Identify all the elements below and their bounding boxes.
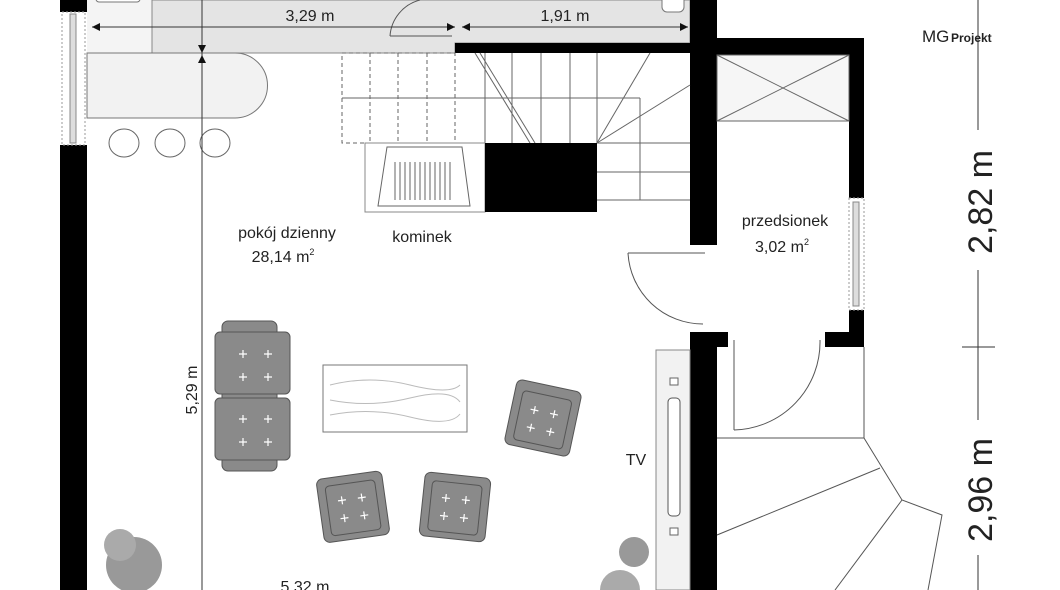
room-area: 28,14 m2 xyxy=(252,247,315,266)
room-area: 3,02 m2 xyxy=(755,237,809,256)
logo-projekt: Projekt xyxy=(951,31,992,45)
sofa xyxy=(214,320,291,472)
wall xyxy=(60,145,87,590)
dimension-left-vertical: 5,29 m xyxy=(184,0,206,590)
dimension-top-left: 3,29 m xyxy=(92,8,455,31)
armchair xyxy=(504,379,582,457)
bar-stool xyxy=(199,128,231,158)
kitchen-door-arc xyxy=(389,0,421,37)
bar-stool xyxy=(154,128,186,158)
dimension-label: 2,82 m xyxy=(962,150,1000,254)
wall xyxy=(455,43,690,53)
wall xyxy=(717,38,864,55)
window xyxy=(848,197,865,311)
dimension-label: 1,91 m xyxy=(541,8,590,25)
fireplace xyxy=(364,142,597,213)
fireplace-label: kominek xyxy=(392,229,453,246)
wall xyxy=(717,332,728,347)
dimension-label: 3,29 m xyxy=(286,8,335,25)
mg-projekt-logo: MG Projekt xyxy=(922,27,992,46)
logo-mg: MG xyxy=(922,27,949,46)
wall xyxy=(690,0,717,245)
room-name: przedsionek xyxy=(742,213,829,230)
bar-stool xyxy=(108,128,140,158)
armchair xyxy=(316,470,390,543)
window xyxy=(61,11,86,146)
entrance-steps xyxy=(716,347,943,590)
dimension-right: 2,82 m 2,96 m xyxy=(962,0,1000,590)
plant-icon xyxy=(104,529,649,590)
dimension-label: 5,29 m xyxy=(184,366,201,415)
tv-label: TV xyxy=(626,452,647,469)
appliance-icon xyxy=(661,0,685,13)
dimension-label: 2,96 m xyxy=(962,438,1000,542)
wall xyxy=(825,332,864,347)
dimension-bottom: 5,32 m xyxy=(281,579,330,590)
bar-counter xyxy=(86,52,268,119)
chimney xyxy=(485,143,597,212)
wall xyxy=(690,332,717,590)
wall xyxy=(849,38,864,198)
sink-icon xyxy=(95,0,141,3)
armchair xyxy=(418,471,492,543)
entrance-door xyxy=(733,339,821,431)
door xyxy=(627,252,705,325)
room-name: pokój dzienny xyxy=(238,225,336,242)
tv-icon xyxy=(667,397,681,517)
staircase xyxy=(341,52,691,201)
dimension-top-right: 1,91 m xyxy=(462,8,688,31)
tv-cabinet xyxy=(655,349,691,590)
wardrobe xyxy=(716,54,850,122)
coffee-table xyxy=(322,364,468,433)
wall xyxy=(60,0,87,12)
